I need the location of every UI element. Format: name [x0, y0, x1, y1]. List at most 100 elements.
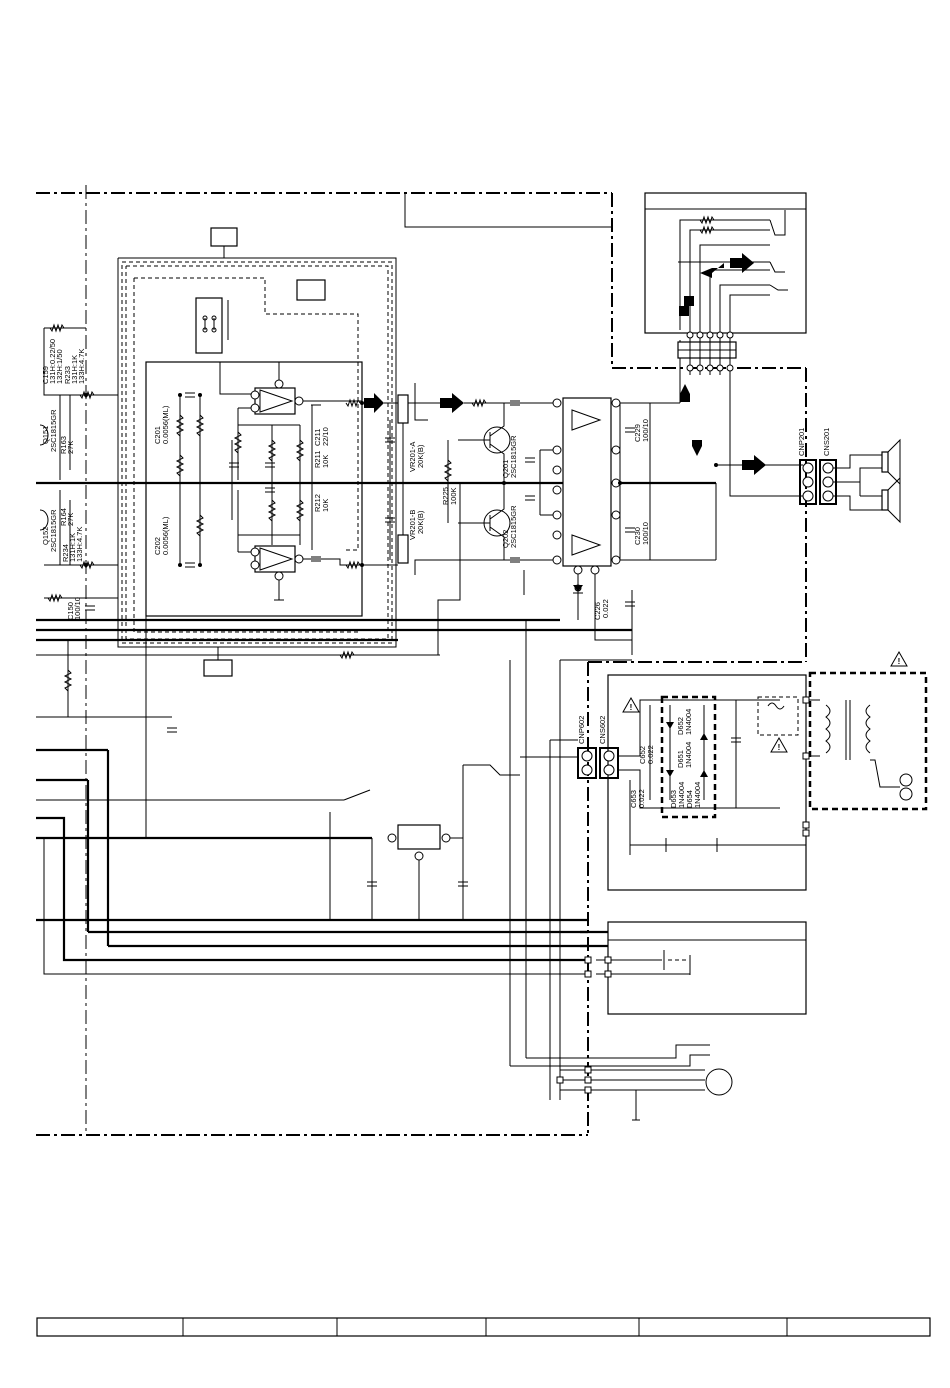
jack-pin-terminal	[706, 331, 714, 339]
label-q201-type: 2SC1815GR	[509, 435, 518, 478]
label-c230-val: 100/10	[641, 522, 650, 545]
junction-dot	[714, 463, 718, 467]
label-c211: C211	[313, 429, 322, 446]
terminal-square	[584, 1076, 592, 1084]
label-c201-val: 0.0056(ML)	[161, 405, 170, 444]
terminal-square	[556, 1076, 564, 1084]
terminal-square	[802, 696, 810, 704]
svg-text:!: !	[630, 703, 633, 712]
label-r234-val1: 131H:1K	[68, 533, 77, 562]
label-c653: C653	[629, 790, 638, 808]
jack-pin-terminal	[686, 331, 694, 339]
jack-board-box	[644, 192, 807, 334]
junction-dot	[84, 393, 88, 397]
power-board-box	[607, 674, 807, 891]
label-c653-val: 0.022	[637, 789, 646, 808]
label-r225: R225	[441, 487, 450, 505]
resistors	[47, 215, 715, 692]
jack-connector	[677, 210, 788, 375]
label-r233-val1: 131H:1K	[70, 355, 79, 384]
terminal-square	[584, 956, 592, 964]
speaker-icon	[881, 438, 901, 524]
label-q151-type: 2SC1815GR	[49, 409, 58, 452]
junction-dot	[360, 563, 364, 567]
jack-pin-terminal	[696, 331, 704, 339]
junction-dot	[178, 393, 182, 397]
junction-dot	[198, 393, 202, 397]
label-c159-val2: 132H:1/50	[55, 349, 64, 384]
label-d651: D651	[676, 750, 685, 768]
component-labels: C159 131H:0.22/50 132H:1/50 R233 131H:1K…	[41, 339, 831, 808]
terminal-square	[604, 956, 612, 964]
label-r164-val: 27K	[66, 513, 75, 526]
fuse-icon	[767, 702, 785, 710]
label-c652: C652	[638, 746, 647, 764]
resistor-icon	[47, 593, 63, 603]
speaker-section	[679, 340, 901, 560]
label-c159-val1: 131H:0.22/50	[48, 339, 57, 384]
junction-dot	[502, 481, 506, 485]
label-q201: Q201	[501, 460, 510, 478]
jack-pin-terminal	[696, 364, 704, 372]
op-amp-lower	[237, 490, 362, 601]
jack-pin-terminal	[706, 364, 714, 372]
resistor-icon	[339, 650, 355, 660]
feedback-network	[179, 395, 313, 565]
jack-pin-terminal	[726, 331, 734, 339]
jack-pin-terminal	[686, 364, 694, 372]
jack-pin-terminal	[716, 331, 724, 339]
right-verticals	[509, 620, 632, 1100]
terminal-square	[604, 970, 612, 978]
label-d654: D654	[685, 790, 694, 808]
label-c229: C229	[633, 424, 642, 442]
terminal-square	[802, 829, 810, 837]
label-q152: Q152	[41, 527, 50, 545]
label-q202-type: 2SC1815GR	[509, 505, 518, 548]
resistor-icon	[63, 669, 73, 692]
power-amp-ic	[523, 397, 716, 655]
terminal-square	[584, 1086, 592, 1094]
junction-dot	[84, 563, 88, 567]
junction-dot	[360, 401, 364, 405]
label-c230: C230	[633, 527, 642, 545]
terminal-square	[584, 970, 592, 978]
warning-triangle-icon: !	[770, 736, 788, 753]
junction-dot	[178, 563, 182, 567]
label-d652-type: 1N4004	[684, 709, 693, 735]
label-d652: D652	[676, 717, 685, 735]
label-r211: R211	[313, 451, 322, 468]
label-d651-type: 1N4004	[684, 742, 693, 768]
label-vr201b-val: 20K(B)	[416, 510, 425, 534]
label-d653: D653	[669, 790, 678, 808]
label-c150-val: 100/10	[73, 597, 82, 620]
shield-region	[117, 227, 397, 677]
label-q202: Q202	[501, 530, 510, 548]
motor-icon	[510, 1044, 733, 1121]
label-cnp602: CNP602	[577, 716, 586, 744]
power-supply	[577, 671, 928, 855]
label-r163: R163	[59, 436, 68, 454]
resistor-icon	[49, 323, 65, 333]
label-cns201: CNS201	[822, 428, 831, 456]
label-r212: R212	[313, 494, 322, 512]
junction-dot	[618, 481, 622, 485]
battery-board-box	[607, 921, 807, 1015]
label-r211-val: 10K	[321, 455, 330, 468]
label-r233: R233	[63, 366, 72, 384]
terminal-square	[802, 752, 810, 760]
footer-table	[36, 1317, 931, 1337]
label-vr201a-val: 20K(B)	[416, 444, 425, 468]
label-r233-val2: 133H:4.7K	[77, 349, 86, 384]
label-q152-type: 2SC1815GR	[49, 509, 58, 552]
warning-triangle-icon: !	[622, 696, 640, 713]
label-r225-val: 100K	[449, 487, 458, 505]
label-c226: C226	[593, 602, 602, 620]
junction-dot	[198, 563, 202, 567]
label-vr201a: VR201-A	[408, 442, 417, 472]
label-r234-val2: 133H:4.7K	[75, 527, 84, 562]
label-r212-val: 10K	[321, 499, 330, 512]
transformer-icon	[825, 700, 871, 760]
board-boundaries	[36, 185, 807, 1136]
label-cns602: CNS602	[598, 716, 607, 744]
